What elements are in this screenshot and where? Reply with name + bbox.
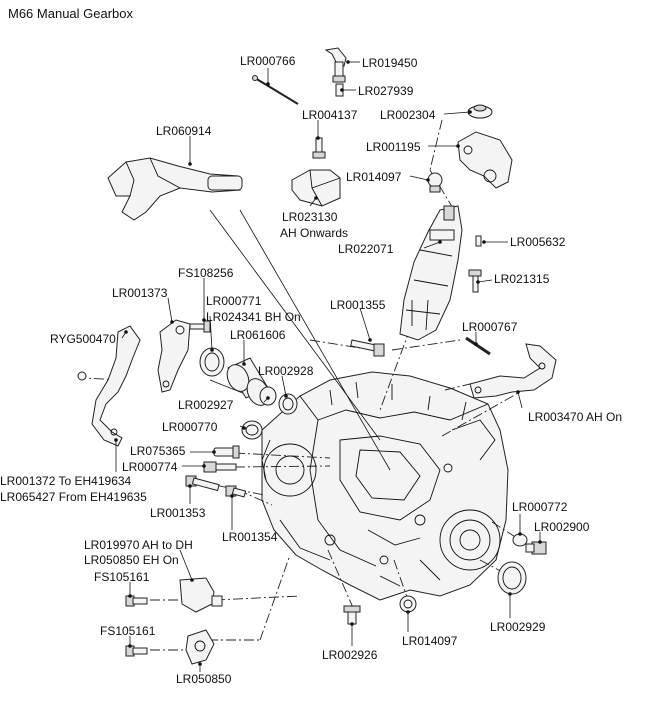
- label-lr001373[interactable]: LR001373: [112, 286, 168, 300]
- label-lr000774[interactable]: LR000774: [122, 460, 178, 474]
- label-lr027939[interactable]: LR027939: [358, 84, 414, 98]
- part-lr000767-pin: [465, 336, 491, 356]
- part-lr002900-plug: [525, 541, 547, 555]
- label-lr002929[interactable]: LR002929: [490, 620, 546, 634]
- label-lr002304[interactable]: LR002304: [380, 108, 436, 122]
- part-lr000771-seal: [199, 347, 225, 377]
- part-lr000766-rod: [252, 75, 299, 105]
- leader-lines: [114, 60, 542, 672]
- label-ryg500470[interactable]: RYG500470: [50, 332, 116, 346]
- label-lr075365[interactable]: LR075365: [130, 444, 186, 458]
- part-lr004137-bolt: [312, 137, 326, 159]
- label-lr021315[interactable]: LR021315: [494, 272, 550, 286]
- label-lr001353[interactable]: LR001353: [150, 506, 206, 520]
- part-lr023130-mount: [291, 169, 341, 207]
- diagram-title: M66 Manual Gearbox: [8, 6, 134, 21]
- part-lr002927-bearing: [259, 386, 277, 406]
- gearbox-casing: [261, 371, 509, 601]
- part-lr001373-release-lever: [157, 319, 191, 393]
- label-lr019450[interactable]: LR019450: [362, 56, 418, 70]
- part-lr014097-switch-top: [427, 172, 443, 193]
- label-lr061606[interactable]: LR061606: [230, 328, 286, 342]
- part-lr022071-selector-assembly: [399, 205, 463, 341]
- label-lr000766[interactable]: LR000766: [240, 54, 296, 68]
- part-lr002926-bolt: [343, 605, 361, 625]
- label-lr002900[interactable]: LR002900: [534, 520, 590, 534]
- label-lr050850-eh-on[interactable]: LR050850 EH On: [84, 553, 179, 567]
- part-lr002929-seal: [497, 561, 527, 595]
- label-lr019970[interactable]: LR019970 AH to DH: [84, 538, 193, 552]
- part-lr002304-cap: [467, 104, 493, 119]
- label-lr024341[interactable]: LR024341 BH On: [206, 310, 301, 324]
- label-lr050850[interactable]: LR050850: [176, 672, 232, 686]
- part-lr001353-bolt: [185, 475, 220, 492]
- part-lr060914-shift-fork: [107, 157, 243, 221]
- label-lr000772[interactable]: LR000772: [512, 500, 568, 514]
- label-fs105161-lower[interactable]: FS105161: [100, 624, 156, 638]
- label-lr000770[interactable]: LR000770: [162, 420, 218, 434]
- part-lr001195-housing: [457, 131, 513, 189]
- part-lr019450-pipe: [324, 47, 347, 97]
- part-lr001355-bolt: [350, 339, 385, 357]
- label-lr001354[interactable]: LR001354: [222, 530, 278, 544]
- part-lr050850-sensor-lower: [185, 629, 215, 665]
- label-lr001195[interactable]: LR001195: [366, 140, 421, 154]
- label-lr001355[interactable]: LR001355: [330, 298, 386, 312]
- label-lr014097-bottom[interactable]: LR014097: [402, 634, 458, 648]
- label-lr014097-top[interactable]: LR014097: [346, 170, 402, 184]
- part-lr002928-ring: [278, 393, 298, 415]
- part-lr005632-pin: [475, 235, 482, 247]
- part-lr001354-bolt: [225, 485, 247, 498]
- part-lr014097-switch-bottom: [399, 595, 417, 613]
- part-lr003470-bracket: [469, 343, 557, 399]
- label-lr000771[interactable]: LR000771: [206, 294, 262, 308]
- label-lr060914[interactable]: LR060914: [156, 124, 212, 138]
- label-lr001372[interactable]: LR001372 To EH419634: [0, 474, 132, 488]
- part-lr000770-seal: [241, 420, 263, 440]
- part-lr000774-sensor: [203, 461, 237, 473]
- label-lr002927[interactable]: LR002927: [178, 398, 234, 412]
- label-lr005632[interactable]: LR005632: [510, 235, 566, 249]
- label-lr000767[interactable]: LR000767: [462, 320, 518, 334]
- part-lr050850-sensor-upper: [179, 577, 223, 613]
- label-fs108256[interactable]: FS108256: [178, 266, 234, 280]
- part-lr075365-sensor: [213, 445, 240, 459]
- label-lr004137[interactable]: LR004137: [302, 108, 358, 122]
- part-lr021315-bolt: [468, 269, 482, 293]
- part-fs108256-bolt: [189, 320, 211, 333]
- label-fs105161-upper[interactable]: FS105161: [94, 570, 150, 584]
- label-lr002928[interactable]: LR002928: [258, 364, 314, 378]
- label-lr022071[interactable]: LR022071: [338, 242, 394, 256]
- part-ryg500470-clutch-pipe: [77, 325, 141, 447]
- label-lr002926[interactable]: LR002926: [322, 648, 378, 662]
- label-ah-onwards: AH Onwards: [280, 226, 349, 240]
- label-lr003470[interactable]: LR003470 AH On: [528, 410, 623, 424]
- label-lr023130[interactable]: LR023130: [282, 210, 338, 224]
- label-lr065427[interactable]: LR065427 From EH419635: [0, 490, 147, 504]
